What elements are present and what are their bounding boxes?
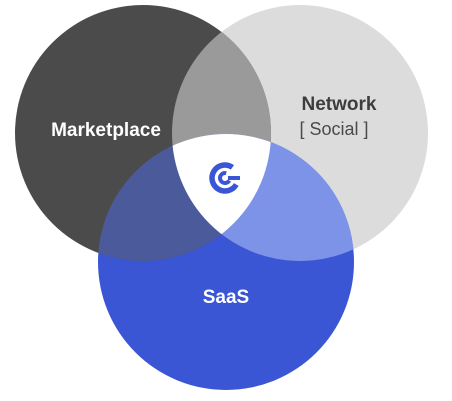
overlap-network-saas (172, 134, 354, 261)
label-saas: SaaS (203, 287, 249, 308)
label-network-sub: [ Social ] (299, 119, 368, 139)
overlap-marketplace-saas (98, 134, 271, 261)
label-network: Network (302, 94, 377, 115)
label-marketplace: Marketplace (51, 120, 161, 141)
